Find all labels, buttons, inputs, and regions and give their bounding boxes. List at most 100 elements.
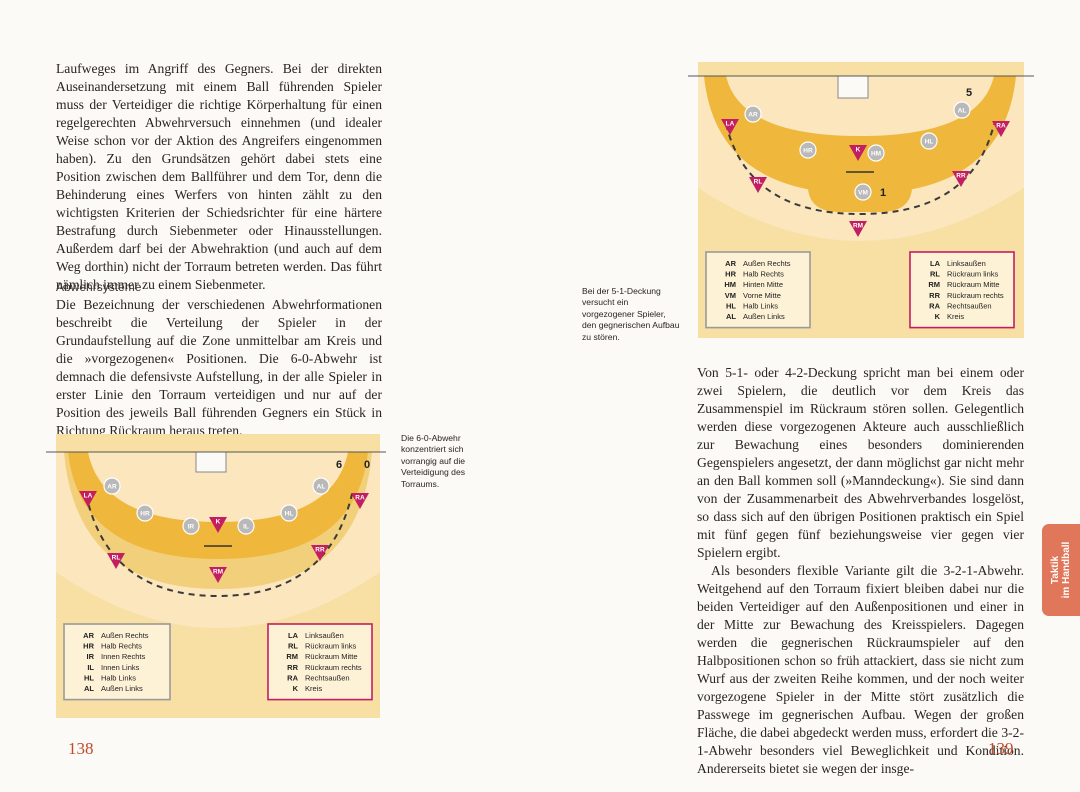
defender-marker: HL	[280, 504, 298, 522]
svg-text:AL: AL	[958, 108, 967, 115]
svg-text:RM: RM	[853, 223, 863, 230]
attacker-marker: RA	[351, 493, 369, 509]
goal	[837, 75, 869, 99]
legend-code: AR	[83, 631, 94, 640]
formation-label: 6	[336, 459, 342, 471]
svg-text:RM: RM	[213, 569, 223, 576]
goal-area	[726, 76, 994, 136]
svg-text:RR: RR	[315, 547, 325, 554]
attacker-marker: K	[849, 145, 867, 161]
svg-text:HL: HL	[285, 511, 294, 518]
nine-meter-line	[85, 493, 353, 598]
paragraph-text: Von 5-1- oder 4-2-Deckung spricht man be…	[697, 365, 1024, 560]
legend-code: K	[935, 312, 941, 321]
legend-name: Rückraum Mitte	[947, 280, 1000, 289]
defender-marker: VM	[854, 183, 872, 201]
legend-name: Innen Rechts	[101, 652, 145, 661]
legend-code: HR	[83, 642, 94, 651]
legend-name: Halb Rechts	[743, 270, 784, 279]
formation-label: 0	[364, 459, 370, 471]
svg-text:AR: AR	[107, 484, 117, 491]
legend-code: IR	[87, 652, 95, 661]
defender-marker: HR	[799, 141, 817, 159]
legend-name: Rückraum rechts	[305, 663, 362, 672]
paragraph-text: Laufweges im Angriff des Gegners. Bei de…	[56, 61, 382, 292]
legend-name: Hinten Mitte	[743, 280, 783, 289]
body-paragraph: Die Bezeichnung der verschiedenen Abwehr…	[56, 296, 382, 440]
svg-text:AL: AL	[317, 484, 326, 491]
defender-marker: AL	[312, 477, 330, 495]
svg-text:IL: IL	[243, 524, 249, 531]
goal	[195, 451, 227, 473]
defender-marker: IL	[237, 517, 255, 535]
legend-name: Halb Links	[743, 301, 778, 310]
svg-text:K: K	[216, 519, 221, 526]
left-page: Laufweges im Angriff des Gegners. Bei de…	[56, 60, 465, 758]
legend-code: HL	[726, 301, 736, 310]
attacker-marker: K	[209, 517, 227, 533]
legend-code: K	[293, 684, 299, 693]
section-heading: Abwehrsysteme	[56, 280, 142, 294]
legend-name: Vorne Mitte	[743, 291, 781, 300]
legend-name: Linksaußen	[305, 631, 344, 640]
legend-name: Kreis	[947, 312, 964, 321]
svg-text:HR: HR	[140, 511, 150, 518]
attacker-marker: RR	[311, 545, 329, 561]
legend-name: Rückraum links	[947, 270, 999, 279]
nine-meter-line	[725, 123, 995, 216]
defender-marker: HM	[867, 144, 885, 162]
svg-text:LA: LA	[84, 493, 93, 500]
svg-text:HR: HR	[803, 148, 813, 155]
svg-text:RL: RL	[112, 555, 121, 562]
attacker-marker: LA	[79, 491, 97, 507]
legend-name: Rückraum links	[305, 642, 357, 651]
legend-name: Außen Rechts	[101, 631, 149, 640]
svg-text:RA: RA	[996, 123, 1006, 130]
legend-name: Außen Rechts	[743, 259, 791, 268]
attacker-marker: RM	[849, 221, 867, 237]
body-paragraph: Von 5-1- oder 4-2-Deckung spricht man be…	[697, 364, 1024, 778]
defender-marker: AL	[953, 101, 971, 119]
body-paragraph: Laufweges im Angriff des Gegners. Bei de…	[56, 60, 382, 294]
legend-code: RA	[929, 301, 940, 310]
svg-text:K: K	[856, 147, 861, 154]
legend-code: RM	[286, 652, 298, 661]
legend-name: Rechtsaußen	[947, 301, 992, 310]
attacker-marker: RM	[209, 567, 227, 583]
svg-text:IR: IR	[188, 524, 195, 531]
legend-code: RL	[930, 270, 940, 279]
paragraph-text: Als besonders flexible Variante gilt die…	[697, 563, 1024, 776]
paragraph-text: Die Bezeichnung der verschiedenen Abwehr…	[56, 297, 382, 438]
legend-code: AL	[84, 684, 94, 693]
legend-code: VM	[725, 291, 736, 300]
svg-text:VM: VM	[858, 190, 868, 197]
attacker-marker: RA	[992, 121, 1010, 137]
defender-marker: HR	[136, 504, 154, 522]
svg-text:LA: LA	[726, 121, 735, 128]
figure-caption: Bei der 5-1-Deckung versucht ein vorgezo…	[582, 286, 680, 342]
legend-code: RR	[929, 291, 940, 300]
svg-text:HM: HM	[871, 151, 881, 158]
legend-code: AL	[726, 312, 736, 321]
legend-code: HM	[724, 280, 736, 289]
defender-marker: IR	[182, 517, 200, 535]
defender-marker: HL	[920, 132, 938, 150]
legend-name: Innen Links	[101, 663, 140, 672]
svg-text:RL: RL	[754, 179, 763, 186]
attacker-marker: RL	[749, 177, 767, 193]
legend-name: Halb Links	[101, 673, 136, 682]
legend-code: RR	[287, 663, 298, 672]
legend-code: RA	[287, 673, 298, 682]
goal-area	[88, 452, 348, 522]
legend-name: Außen Links	[743, 312, 785, 321]
legend-code: HL	[84, 673, 94, 682]
legend-name: Rechtsaußen	[305, 673, 350, 682]
